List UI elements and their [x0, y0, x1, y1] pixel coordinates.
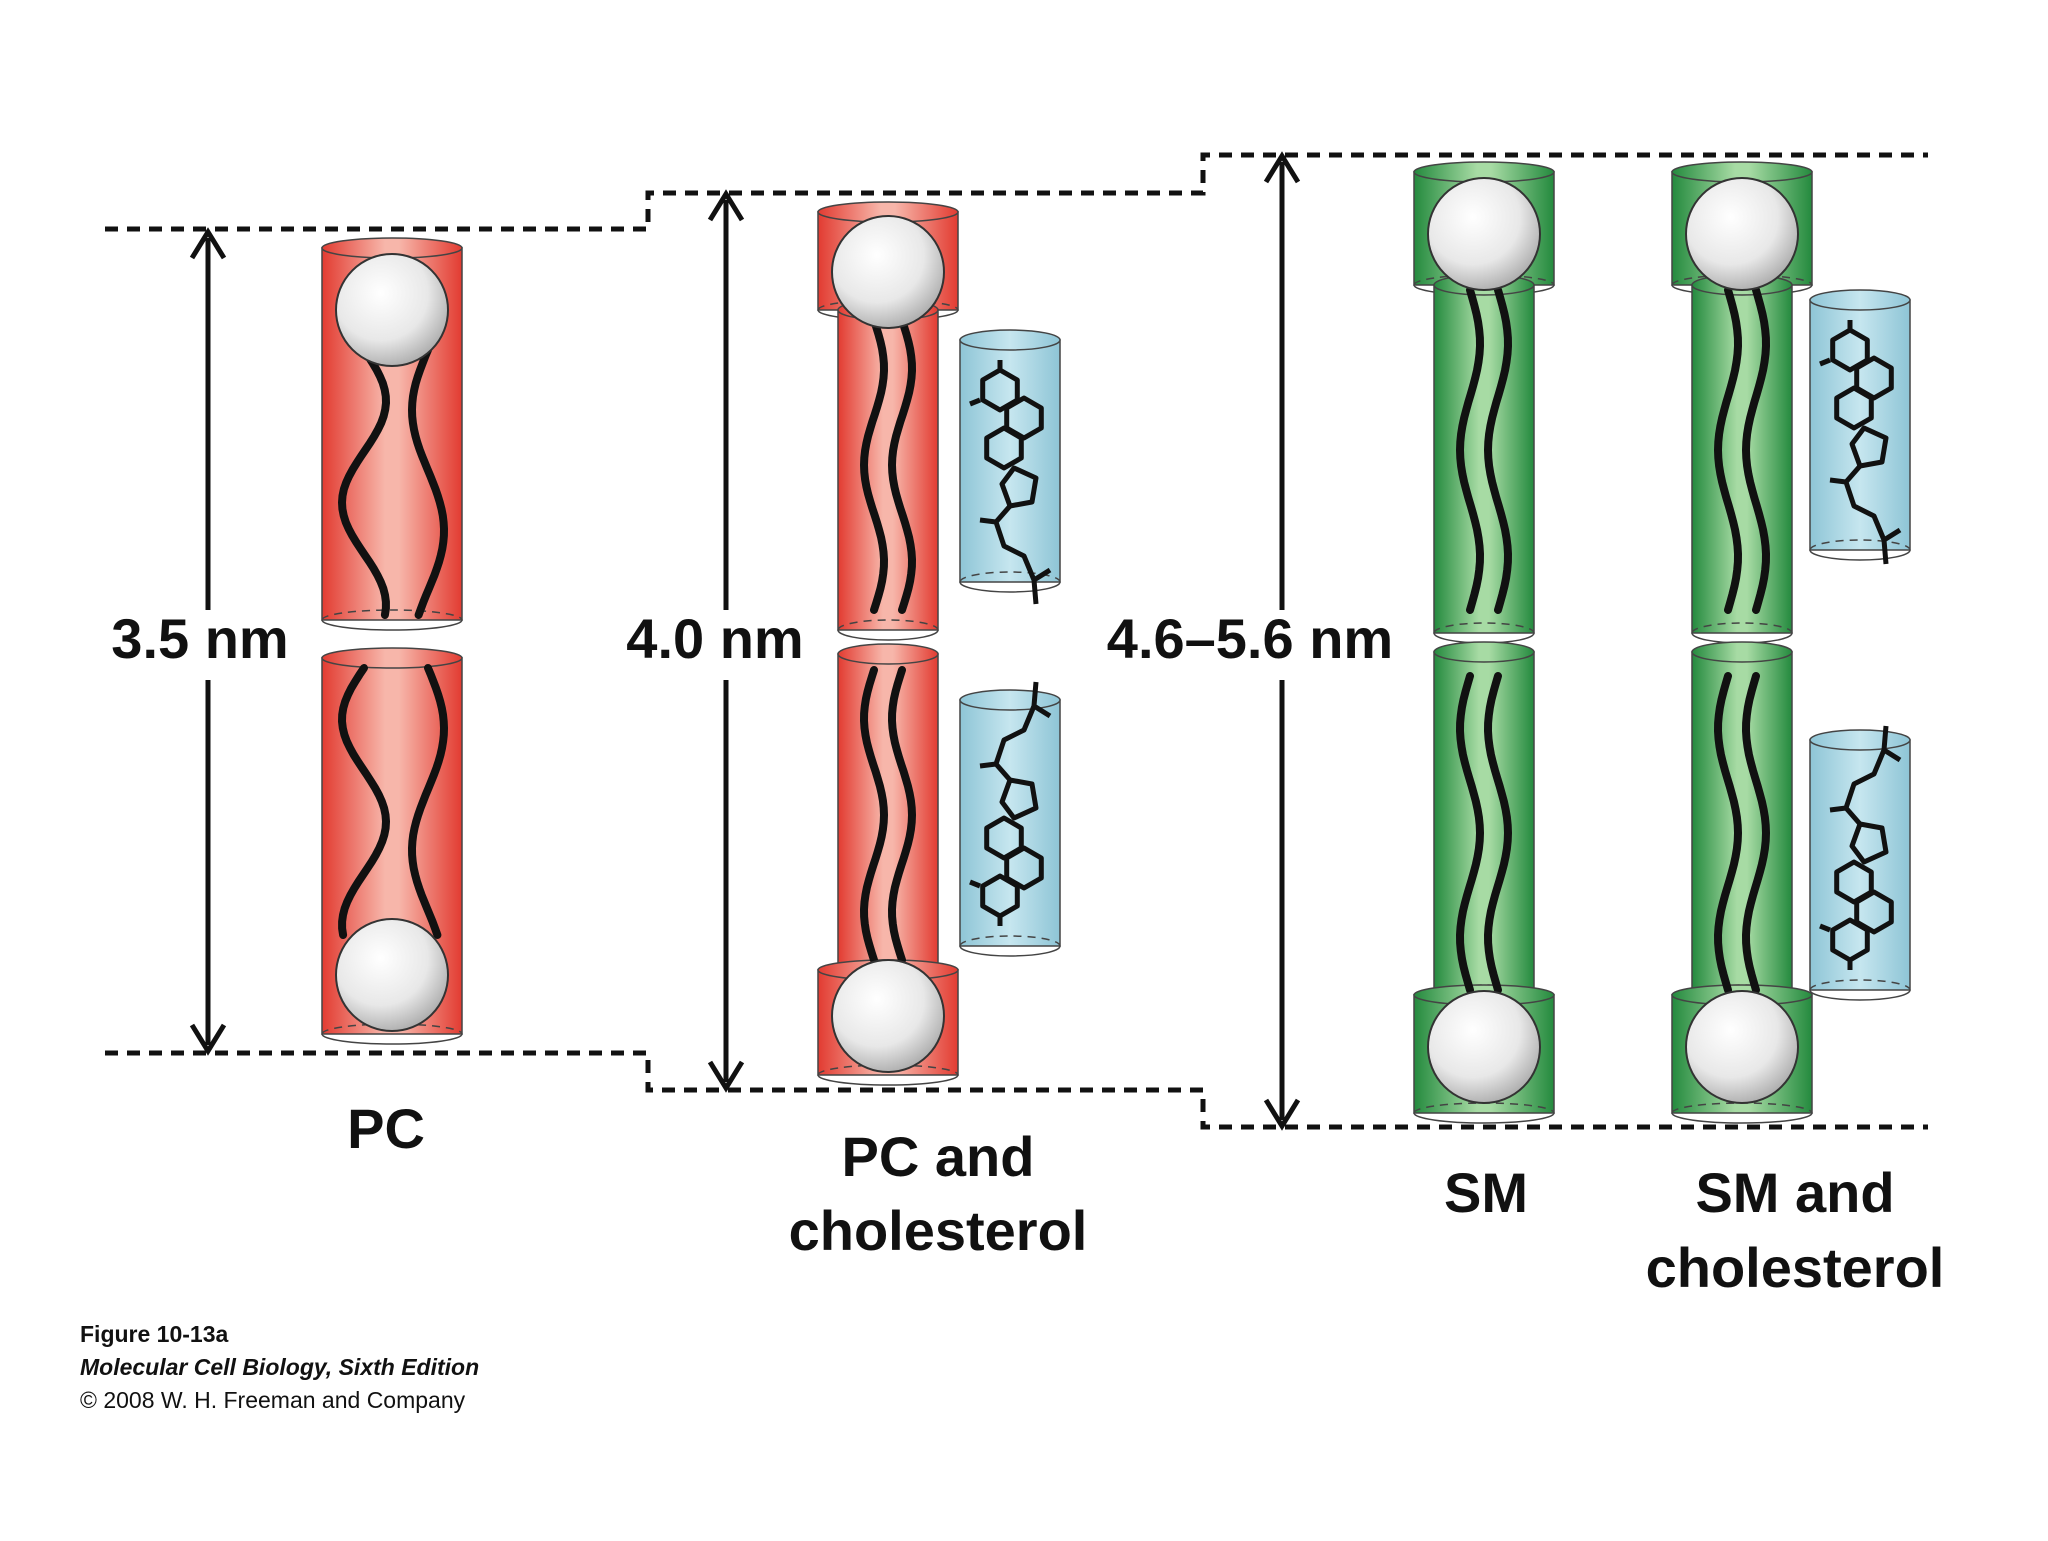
- cholesterol-lower: [1809, 725, 1911, 1001]
- top-surface-line: [105, 152, 1928, 232]
- head-group-upper: [1685, 177, 1799, 291]
- cholesterol-upper: [959, 329, 1061, 605]
- cholesterol-upper-cylinder: [959, 329, 1061, 593]
- thickness-arrow-sm: [1263, 151, 1301, 1131]
- molecule-pc-cholesterol-lower-leaflet: [837, 643, 939, 981]
- thickness-label-sm: 4.6–5.6 nm: [1107, 607, 1393, 670]
- group-label-pc-cholesterol-line1: PC and: [842, 1125, 1035, 1188]
- lipid-molecules: [321, 161, 1911, 1124]
- group-labels: PC PC and cholesterol SM SM and choleste…: [347, 1097, 1944, 1299]
- acyl-chains: [337, 346, 449, 939]
- molecule-sm: [1413, 161, 1555, 1124]
- figure-caption: Figure 10-13a Molecular Cell Biology, Si…: [80, 1318, 479, 1417]
- group-label-sm-cholesterol-line1: SM and: [1695, 1161, 1894, 1224]
- group-label-pc: PC: [347, 1097, 425, 1160]
- caption-book-title: Molecular Cell Biology, Sixth Edition: [80, 1354, 480, 1380]
- cholesterol-lower: [959, 681, 1061, 957]
- head-group-upper: [335, 253, 449, 367]
- molecule-pc-cholesterol-upper-leaflet: [837, 299, 939, 641]
- bottom-surface-line: [105, 1050, 1928, 1130]
- thickness-labels: 3.5 nm 4.0 nm 4.6–5.6 nm: [111, 607, 1393, 670]
- molecule-sm-upper-leaflet: [1433, 274, 1535, 644]
- thickness-arrow-pc: [189, 227, 227, 1056]
- head-group-lower: [335, 918, 449, 1032]
- acyl-chains: [1713, 286, 1771, 994]
- molecule-sm-cholesterol-upper-leaflet: [1691, 274, 1793, 644]
- molecule-pc-cholesterol: [817, 201, 1061, 1086]
- group-label-pc-cholesterol-line2: cholesterol: [789, 1199, 1088, 1262]
- thickness-arrow-pc-cholesterol: [707, 189, 745, 1093]
- molecule-sm-cholesterol-lower-leaflet: [1691, 641, 1793, 1006]
- head-group-lower: [831, 959, 945, 1073]
- acyl-chains: [859, 316, 917, 964]
- molecule-sm-lower-leaflet: [1433, 641, 1535, 1006]
- steroid-ring-structure: [1819, 725, 1902, 970]
- steroid-ring-structure: [969, 360, 1052, 605]
- head-group-lower: [1427, 990, 1541, 1104]
- group-label-sm-cholesterol-line2: cholesterol: [1646, 1236, 1945, 1299]
- caption-copyright: © 2008 W. H. Freeman and Company: [80, 1387, 466, 1413]
- head-group-lower: [1685, 990, 1799, 1104]
- thickness-label-pc-cholesterol: 4.0 nm: [626, 607, 803, 670]
- group-label-sm: SM: [1444, 1161, 1528, 1224]
- membrane-surface-lines: [105, 152, 1928, 1130]
- steroid-ring-structure: [1819, 320, 1902, 565]
- caption-figure-number: Figure 10-13a: [80, 1321, 229, 1347]
- thickness-arrows: [189, 151, 1301, 1131]
- acyl-chains: [1455, 286, 1513, 994]
- thickness-label-pc: 3.5 nm: [111, 607, 288, 670]
- molecule-pc: [321, 237, 463, 1045]
- steroid-ring-structure: [969, 681, 1052, 926]
- molecule-sm-cholesterol: [1671, 161, 1911, 1124]
- head-group-upper: [1427, 177, 1541, 291]
- head-group-upper: [831, 215, 945, 329]
- cholesterol-upper: [1809, 289, 1911, 565]
